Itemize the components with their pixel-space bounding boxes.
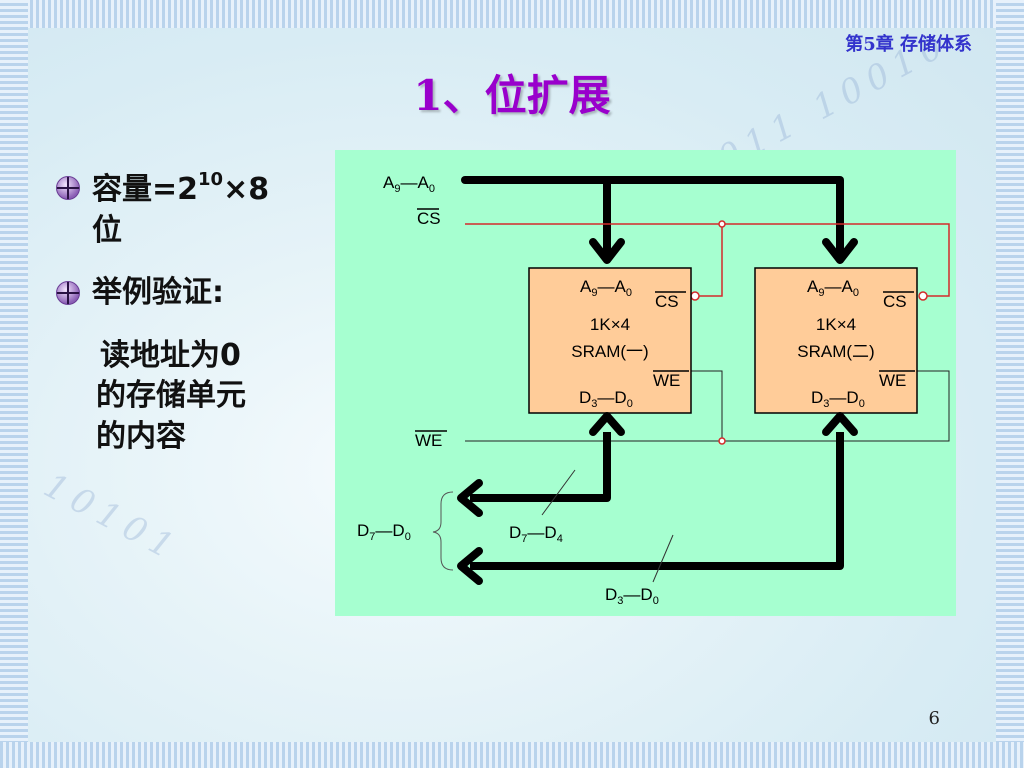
chip1-address-label: A9—A0 <box>580 277 632 299</box>
data-low-left-arrow <box>457 547 483 585</box>
we-line <box>465 370 950 442</box>
cs-line <box>465 223 950 297</box>
chip1-we-label: WE <box>653 371 680 390</box>
data-low-label: D3—D0 <box>605 585 659 607</box>
chip2-cs-label: CS <box>883 292 907 311</box>
chapter-header: 第5章 存储体系 <box>845 34 972 55</box>
chip1-cs-label: CS <box>655 292 679 311</box>
chip2-data-label: D3—D0 <box>811 388 865 410</box>
chip2-size: 1K×4 <box>816 315 856 334</box>
data-bus-high <box>470 432 611 502</box>
cs-junction <box>718 220 726 228</box>
cs-input-label: CS <box>417 209 441 228</box>
address-arrow-2 <box>822 238 858 264</box>
bottom-border-bar <box>0 742 1024 768</box>
we-input-label: WE <box>415 431 442 450</box>
capacity-prefix: 容量= <box>92 172 178 207</box>
address-arrow-1 <box>589 238 625 264</box>
data-bus-low <box>470 432 844 570</box>
example-text: 举例验证: <box>92 275 224 310</box>
data-low-up-arrow <box>822 412 858 436</box>
left-border-bar <box>0 0 28 768</box>
chip2-address-label: A9—A0 <box>807 277 859 299</box>
capacity-suffix: ×8 <box>223 172 270 207</box>
example-detail: 读地址为0 的存储单元 的内容 <box>56 336 320 458</box>
binary-watermark: 10101 <box>37 465 187 571</box>
globe-bullet-icon <box>56 176 80 200</box>
slide-title: 1、位扩展 <box>413 71 611 120</box>
data-output-label: D7—D0 <box>357 521 411 543</box>
cs-bubble-1 <box>690 291 700 301</box>
address-input-label: A9—A0 <box>383 173 435 195</box>
data-high-label: D7—D4 <box>509 523 563 545</box>
data-high-width-slash <box>541 469 576 516</box>
cs-branch-1 <box>699 224 723 297</box>
page-number: 6 <box>928 708 940 729</box>
right-border-bar <box>996 0 1024 768</box>
data-high-up-arrow <box>589 412 625 436</box>
bullet-example: 举例验证: <box>56 273 326 314</box>
data-bus-brace <box>432 491 454 571</box>
bullet-list: 容量=210×8 位 举例验证: 读地址为0 的存储单元 的内容 <box>56 168 326 457</box>
chip1-size: 1K×4 <box>590 315 630 334</box>
capacity-exponent: 10 <box>198 169 224 190</box>
detail-line-1: 读地址为0 <box>100 337 241 373</box>
capacity-text: 容量=210×8 位 <box>92 168 326 251</box>
detail-line-2: 的存储单元 <box>96 378 246 413</box>
capacity-base: 2 <box>177 172 199 207</box>
bullet-capacity: 容量=210×8 位 <box>56 168 326 251</box>
bit-expansion-diagram: A9—A0 CS WE A9—A0 CS 1K×4 SRAM(一) WE D3—… <box>335 150 956 616</box>
we-branch-1 <box>689 370 723 441</box>
data-low-width-slash <box>652 534 674 583</box>
capacity-unit: 位 <box>92 212 122 248</box>
chip1-data-label: D3—D0 <box>579 388 633 410</box>
chip1-name: SRAM(一) <box>571 342 648 361</box>
we-junction <box>718 437 726 445</box>
globe-bullet-icon <box>56 281 80 305</box>
detail-line-3: 的内容 <box>96 418 186 454</box>
cs-bubble-2 <box>918 291 928 301</box>
top-border-bar <box>0 0 1024 28</box>
chip2-we-label: WE <box>879 371 906 390</box>
chip2-name: SRAM(二) <box>797 342 874 361</box>
data-high-left-arrow <box>457 479 483 517</box>
